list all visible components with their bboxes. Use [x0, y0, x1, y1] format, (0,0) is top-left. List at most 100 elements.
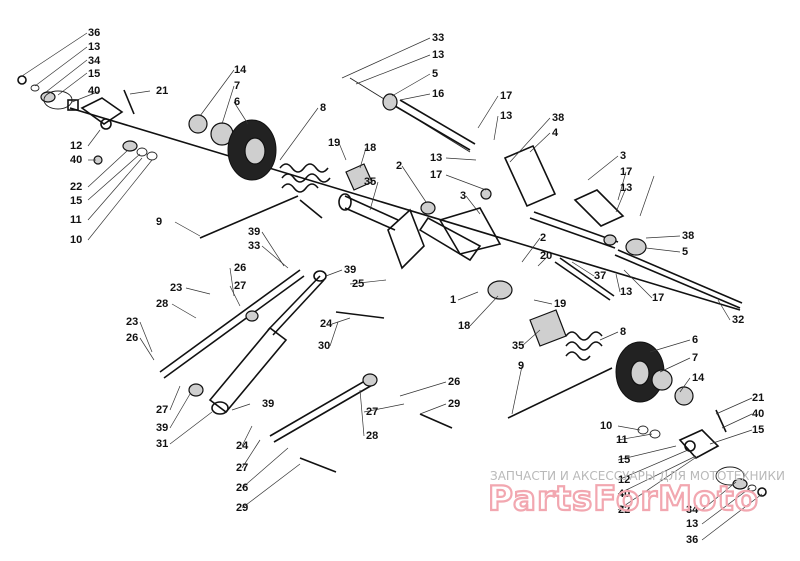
watermark-logo: PartsForMoto — [488, 479, 759, 519]
callout-label: 17 — [620, 166, 632, 178]
callout-label: 23 — [126, 316, 138, 328]
callout-label: 11 — [616, 434, 628, 446]
callout-label: 27 — [234, 280, 246, 292]
callout-label: 40 — [70, 154, 82, 166]
callout-label: 13 — [500, 110, 512, 122]
callout-label: 14 — [234, 64, 247, 76]
callout-label: 18 — [364, 142, 376, 154]
callout-label: 36 — [88, 27, 100, 39]
callout-label: 28 — [156, 298, 168, 310]
callout-label: 10 — [600, 420, 612, 432]
callout-label: 17 — [430, 169, 442, 181]
callout-label: 26 — [234, 262, 246, 274]
callout-label: 31 — [156, 438, 168, 450]
callout-label: 27 — [156, 404, 168, 416]
callout-label: 13 — [430, 152, 442, 164]
left-wheel-group — [188, 114, 331, 239]
callout-label: 27 — [236, 462, 248, 474]
callout-label: 3 — [620, 150, 626, 162]
callout-label: 5 — [682, 246, 688, 258]
callout-label: 13 — [686, 518, 698, 530]
right-end-parts — [637, 409, 767, 497]
callout-label: 4 — [552, 127, 559, 139]
callout-label: 34 — [88, 55, 101, 67]
callout-label: 40 — [618, 488, 630, 500]
callout-label: 13 — [620, 286, 632, 298]
callout-label: 11 — [70, 214, 82, 226]
callout-label: 39 — [262, 398, 274, 410]
callout-label: 2 — [540, 232, 546, 244]
callout-label: 38 — [682, 230, 694, 242]
callout-label: 28 — [366, 430, 378, 442]
callout-label: 8 — [320, 102, 326, 114]
callout-label: 35 — [512, 340, 524, 352]
callout-label: 9 — [156, 216, 162, 228]
callout-label: 33 — [432, 32, 444, 44]
callout-label: 19 — [554, 298, 566, 310]
callout-label: 13 — [88, 41, 100, 53]
callout-label: 29 — [448, 398, 460, 410]
callout-label: 5 — [432, 68, 438, 80]
shock-absorber — [159, 269, 453, 473]
callout-label: 34 — [686, 504, 699, 516]
callout-label: 39 — [344, 264, 356, 276]
callout-label: 25 — [352, 278, 364, 290]
callout-label: 12 — [70, 140, 82, 152]
callout-label: 15 — [88, 68, 100, 80]
callout-label: 18 — [458, 320, 470, 332]
callout-label: 12 — [618, 474, 630, 486]
callout-label: 3 — [460, 190, 466, 202]
callout-label: 13 — [620, 182, 632, 194]
upper-right-block — [382, 93, 647, 256]
callout-label: 22 — [618, 504, 630, 516]
callout-label: 14 — [692, 372, 705, 384]
callout-label: 21 — [752, 392, 764, 404]
callout-label: 26 — [236, 482, 248, 494]
callout-label: 17 — [652, 292, 664, 304]
center-bracket — [338, 163, 513, 300]
watermark: ЗАПЧАСТИ И АКСЕССУАРЫ ДЛЯ МОТОТЕХНИКИ Pa… — [487, 469, 785, 520]
callout-label: 33 — [248, 240, 260, 252]
callout-label: 6 — [692, 334, 698, 346]
callout-label: 26 — [448, 376, 460, 388]
watermark-text: ЗАПЧАСТИ И АКСЕССУАРЫ ДЛЯ МОТОТЕХНИКИ — [490, 469, 785, 483]
callout-label: 40 — [752, 408, 764, 420]
callout-label: 24 — [320, 318, 333, 330]
callout-label: 6 — [234, 96, 240, 108]
callout-label: 15 — [752, 424, 764, 436]
callout-label: 24 — [236, 440, 249, 452]
callout-label: 13 — [432, 49, 444, 61]
callout-label: 35 — [364, 176, 376, 188]
callout-label: 26 — [126, 332, 138, 344]
callout-label: 7 — [692, 352, 698, 364]
callout-label: 27 — [366, 406, 378, 418]
right-wheel-group — [507, 309, 694, 419]
callout-label: 39 — [156, 422, 168, 434]
callout-label: 10 — [70, 234, 82, 246]
callout-label: 8 — [620, 326, 626, 338]
callout-label: 9 — [518, 360, 524, 372]
callout-labels: 36 13 34 15 40 21 12 40 22 15 11 10 14 7… — [70, 27, 764, 546]
callout-label: 30 — [318, 340, 330, 352]
left-end-parts — [17, 75, 158, 165]
callout-label: 15 — [618, 454, 630, 466]
callout-label: 22 — [70, 181, 82, 193]
leader-lines — [21, 32, 763, 541]
callout-label: 37 — [594, 270, 606, 282]
callout-label: 21 — [156, 85, 168, 97]
callout-label: 40 — [88, 85, 100, 97]
callout-label: 23 — [170, 282, 182, 294]
callout-label: 7 — [234, 80, 240, 92]
rear-axle-assembly — [69, 77, 743, 311]
callout-label: 1 — [450, 294, 456, 306]
callout-label: 39 — [248, 226, 260, 238]
callout-label: 20 — [540, 250, 552, 262]
callout-label: 2 — [396, 160, 402, 172]
callout-label: 32 — [732, 314, 744, 326]
callout-label: 19 — [328, 137, 340, 149]
callout-label: 29 — [236, 502, 248, 514]
callout-label: 16 — [432, 88, 444, 100]
callout-label: 38 — [552, 112, 564, 124]
callout-label: 36 — [686, 534, 698, 546]
